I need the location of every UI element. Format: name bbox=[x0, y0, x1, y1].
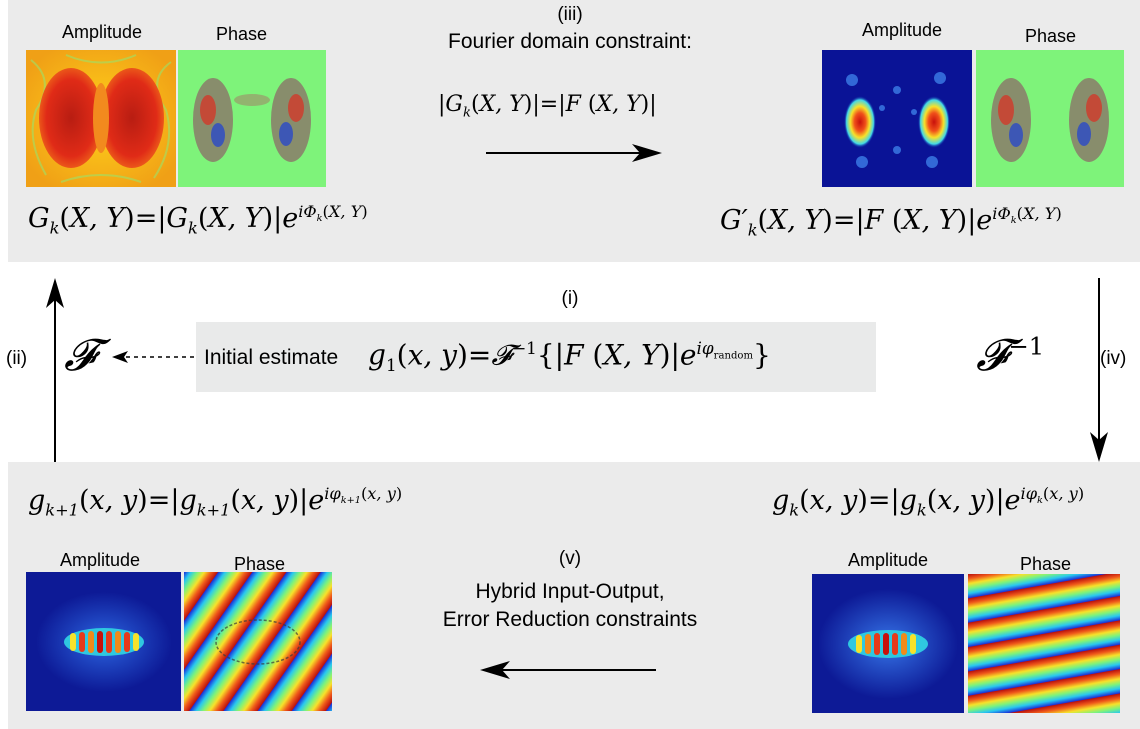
upward-arrow bbox=[46, 278, 64, 462]
bottom-right-amplitude-label: Amplitude bbox=[848, 550, 929, 570]
top-right-equation: G′k(X, Y)=|F (X, Y)|eiΦk(X, Y) bbox=[720, 204, 1062, 240]
bottom-right-equation: gk(x, y)=|gk(x, y)|eiφk(x, y) bbox=[772, 484, 1085, 520]
bottom-left-arrow bbox=[480, 661, 656, 679]
initial-estimate-equation: g1(x, y)=𝓕−1{|F (X, Y)|eiφrandom} bbox=[368, 338, 771, 375]
dashed-arrow bbox=[112, 351, 194, 363]
top-right-arrow bbox=[486, 144, 662, 162]
step-iii-label: (iii) bbox=[557, 4, 583, 25]
bottom-right-amplitude-image bbox=[812, 574, 964, 713]
top-left-amplitude-label: Amplitude bbox=[62, 22, 143, 42]
top-right-amplitude-image bbox=[822, 50, 972, 187]
top-left-phase-label: Phase bbox=[216, 24, 268, 44]
bottom-left-amplitude-label: Amplitude bbox=[60, 550, 141, 570]
top-left-equation: Gk(X, Y)=|Gk(X, Y)|eiΦk(X, Y) bbox=[28, 202, 368, 238]
downward-arrow bbox=[1090, 278, 1108, 462]
bottom-right-phase-image bbox=[968, 574, 1120, 713]
top-right-phase-label: Phase bbox=[1025, 26, 1077, 46]
constraint-title: Fourier domain constraint: bbox=[448, 30, 692, 53]
hio-line-2: Error Reduction constraints bbox=[442, 608, 698, 631]
bottom-left-equation: gk+1(x, y)=|gk+1(x, y)|eiφk+1(x, y) bbox=[28, 484, 403, 520]
top-right-phase-image bbox=[976, 50, 1124, 187]
step-v-label: (v) bbox=[558, 548, 582, 569]
step-i-label: (i) bbox=[561, 288, 579, 309]
top-left-amplitude-image bbox=[26, 50, 176, 187]
fourier-constraint-equation: |Gk(X, Y)|=|F (X, Y)| bbox=[438, 92, 657, 121]
fourier-transform-symbol: 𝓕 bbox=[64, 330, 97, 381]
initial-estimate-text: Initial estimate bbox=[204, 346, 339, 369]
step-ii-label: (ii) bbox=[6, 348, 28, 369]
bottom-left-amplitude-image bbox=[26, 572, 181, 711]
inverse-fourier-symbol: 𝓕−1 bbox=[976, 330, 1045, 381]
bottom-left-phase-label: Phase bbox=[234, 554, 286, 574]
top-right-amplitude-label: Amplitude bbox=[862, 20, 943, 40]
bottom-left-phase-image bbox=[184, 572, 332, 711]
bottom-right-phase-label: Phase bbox=[1020, 554, 1072, 574]
top-left-phase-image bbox=[178, 50, 326, 187]
hio-line-1: Hybrid Input-Output, bbox=[475, 580, 665, 603]
initial-estimate-box bbox=[196, 322, 876, 392]
step-iv-label: (iv) bbox=[1100, 348, 1127, 369]
